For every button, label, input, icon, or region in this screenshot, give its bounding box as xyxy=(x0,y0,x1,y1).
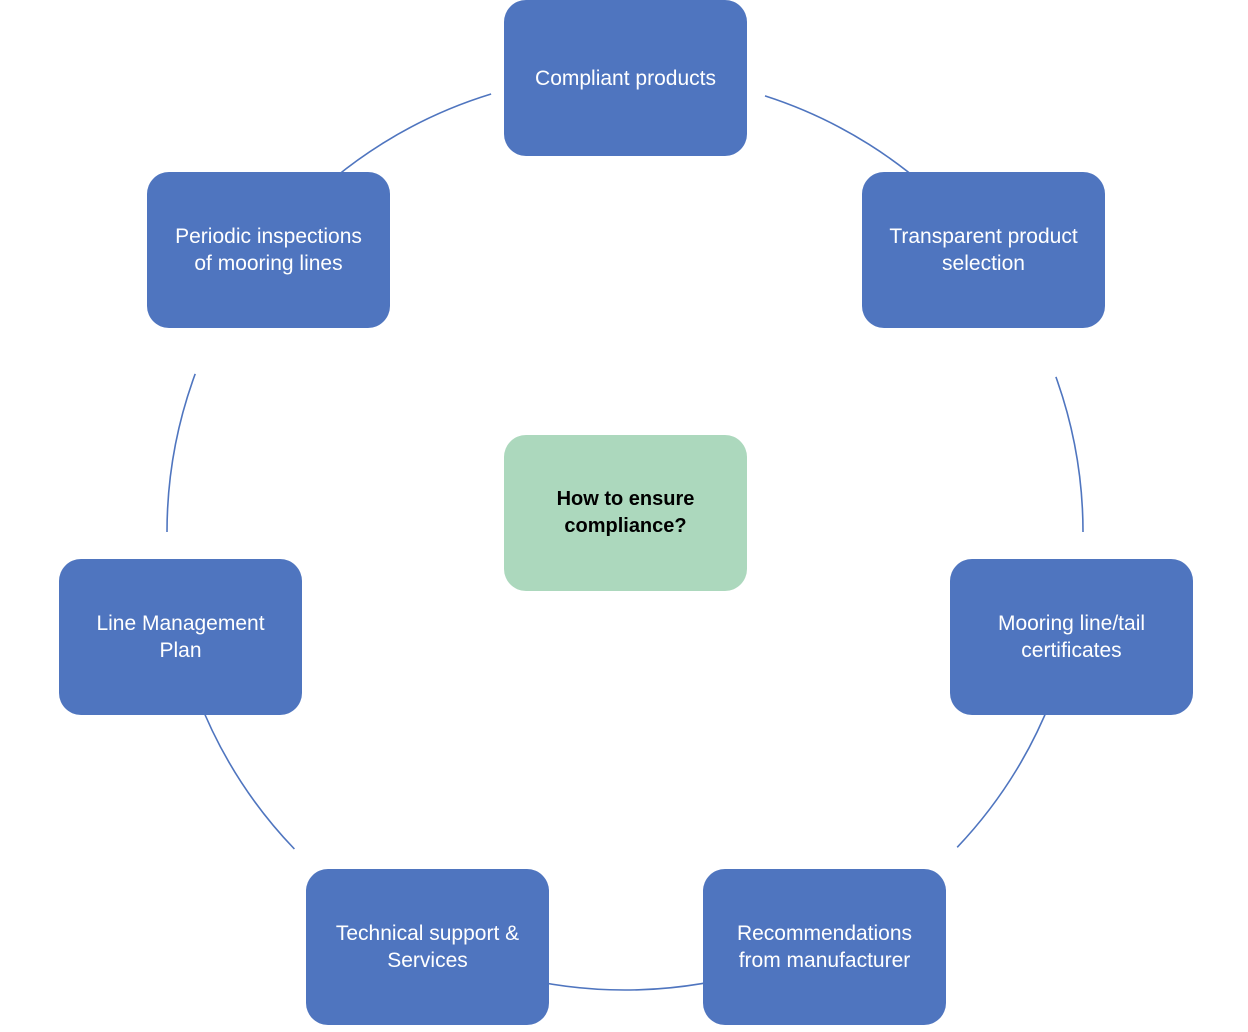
node-line-management-plan: Line Management Plan xyxy=(59,559,302,715)
connector-arc-6 xyxy=(166,373,196,533)
node-recommendations-from-manufacturer: Recommendations from manufacturer xyxy=(703,869,946,1025)
node-periodic-inspections: Periodic inspections of mooring lines xyxy=(147,172,390,328)
node-technical-support-services: Technical support & Services xyxy=(306,869,549,1025)
center-question: How to ensure compliance? xyxy=(504,435,747,591)
connector-arc-2 xyxy=(1055,376,1084,533)
node-compliant-products: Compliant products xyxy=(504,0,747,156)
connector-arc-3 xyxy=(956,699,1052,848)
node-transparent-product-selection: Transparent product selection xyxy=(862,172,1105,328)
connector-arc-5 xyxy=(196,695,295,850)
node-mooring-line-tail-certificates: Mooring line/tail certificates xyxy=(950,559,1193,715)
